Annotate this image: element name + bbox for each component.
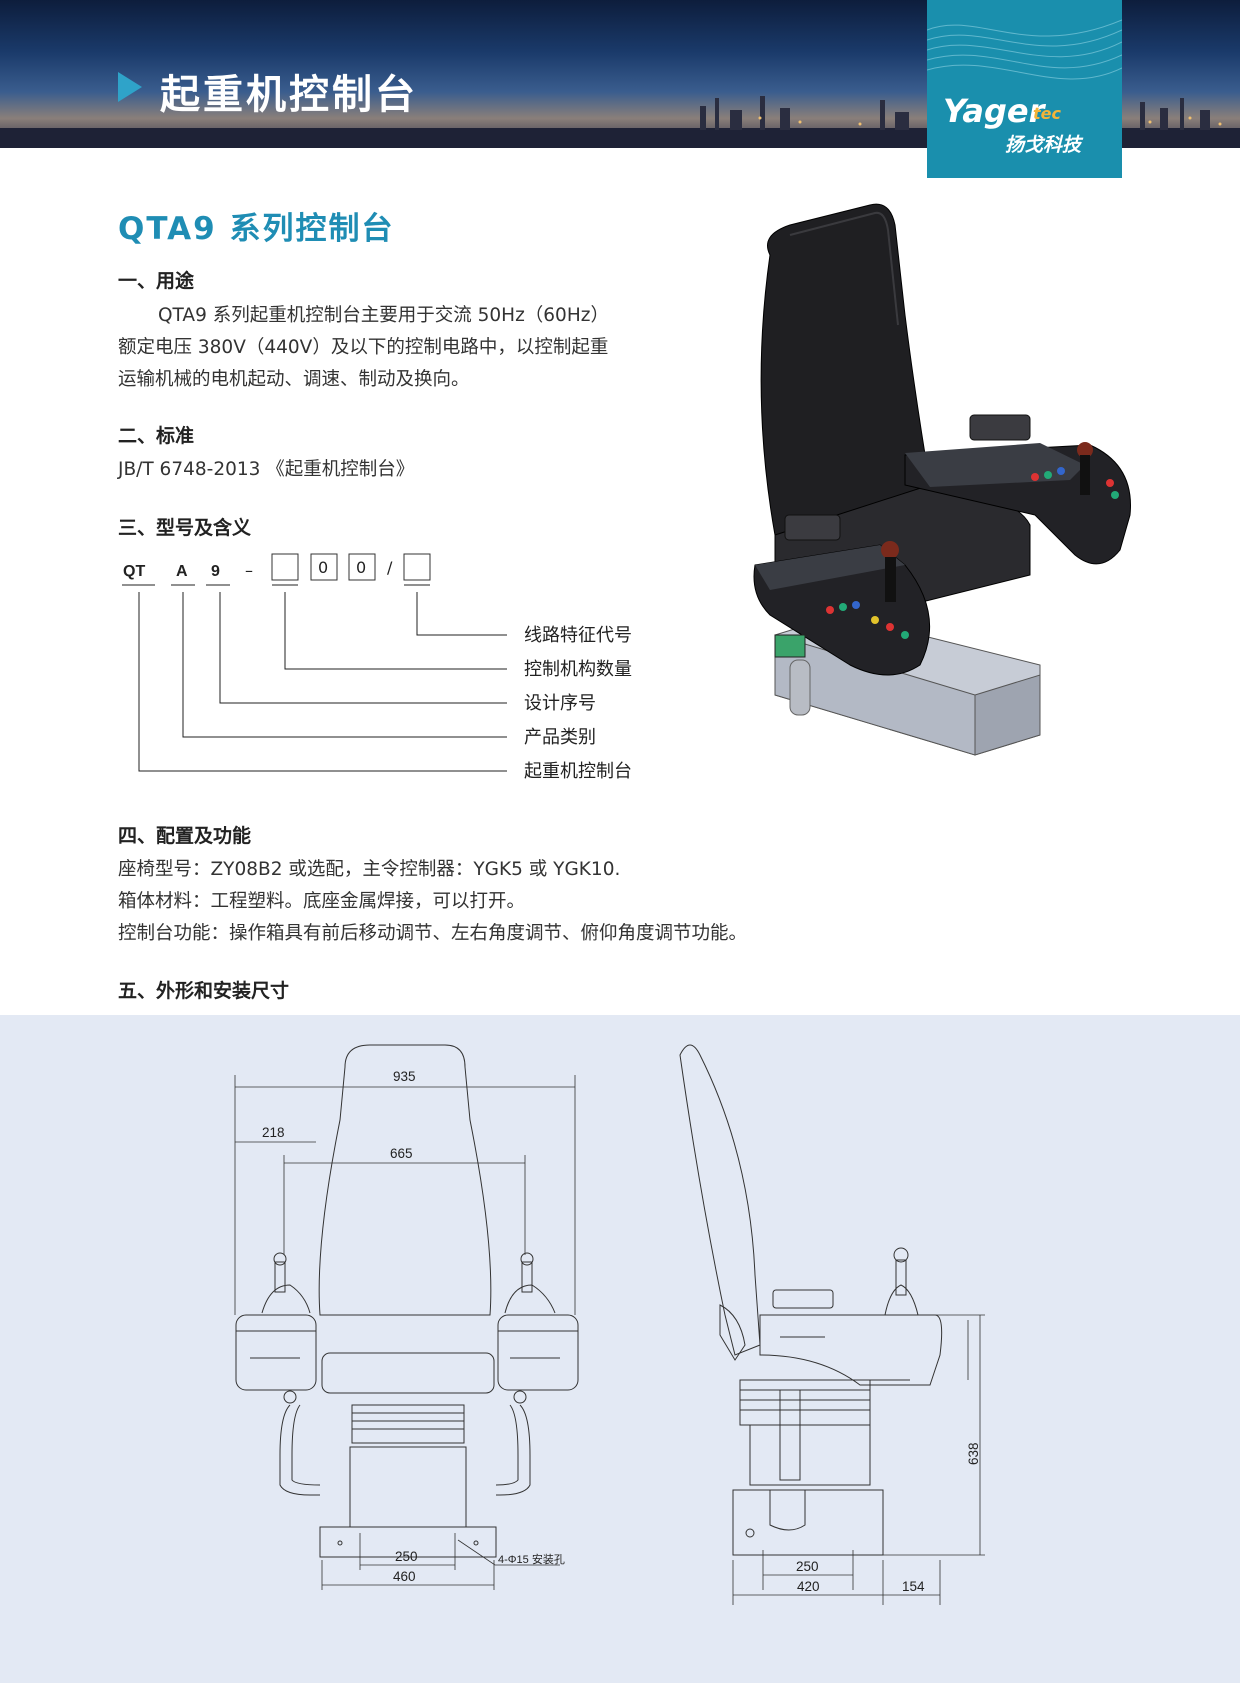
- dim-218: 218: [262, 1125, 285, 1140]
- drawing-area: [0, 1015, 1240, 1683]
- right-buttons: [1031, 467, 1119, 499]
- config-paragraph: 座椅型号：ZY08B2 或选配，主令控制器：YGK5 或 YGK10. 箱体材料…: [118, 854, 747, 950]
- front-view: [235, 1044, 579, 1558]
- side-view: [679, 1044, 943, 1556]
- section-title-dimensions: 五、外形和安装尺寸: [118, 980, 290, 1002]
- label-design-seq: 设计序号: [524, 693, 596, 714]
- code-slash: /: [387, 558, 393, 577]
- config-line-function: 控制台功能：操作箱具有前后移动调节、左右角度调节、俯仰角度调节功能。: [118, 923, 748, 944]
- dim-420: 420: [797, 1579, 820, 1594]
- dim-side-250: 250: [796, 1559, 819, 1574]
- usage-line: 额定电压 380V（440V）及以下的控制电路中，以控制起重: [118, 337, 609, 358]
- brand-logo: Yager tec 扬戈科技: [927, 0, 1122, 178]
- seat-backrest: [760, 203, 931, 536]
- right-armrest: [969, 414, 1031, 441]
- code-9: 9: [211, 563, 220, 580]
- code-box-2: [310, 553, 338, 581]
- page-title: QTA9 系列控制台: [118, 211, 395, 247]
- code-box-2-value: 0: [318, 558, 328, 577]
- config-line-seat: 座椅型号：ZY08B2 或选配，主令控制器：YGK5 或 YGK10.: [118, 859, 621, 880]
- usage-line: QTA9 系列起重机控制台主要用于交流 50Hz（60Hz）: [158, 305, 609, 326]
- product-photo: [753, 203, 1131, 756]
- code-box-3-value: 0: [356, 558, 366, 577]
- section-title-usage: 一、用途: [118, 270, 195, 292]
- dim-665: 665: [390, 1146, 413, 1161]
- label-mechanism-count: 控制机构数量: [524, 659, 632, 680]
- section-title-standard: 二、标准: [118, 425, 195, 447]
- code-a: A: [176, 563, 188, 580]
- logo-chinese-name: 扬戈科技: [1005, 134, 1082, 156]
- support-post: [789, 659, 811, 716]
- label-crane-console: 起重机控制台: [524, 761, 632, 782]
- logo-wordmark: Yager: [943, 92, 1045, 130]
- dim-460: 460: [393, 1569, 416, 1584]
- config-line-material: 箱体材料：工程塑料。底座金属焊接，可以打开。: [118, 891, 526, 912]
- label-product-category: 产品类别: [524, 727, 596, 748]
- dim-154: 154: [902, 1579, 925, 1594]
- usage-line: 运输机械的电机起动、调速、制动及换向。: [118, 369, 470, 390]
- model-code-diagram: QT A 9 – 0 0 / 线路特征代号 控制机构数量 设计序号 产品类别 起…: [122, 553, 632, 782]
- standard-text: JB/T 6748-2013 《起重机控制台》: [118, 459, 415, 480]
- dimension-drawings: 935 218 665 250 460 4-Φ15 安装孔: [234, 1044, 985, 1605]
- code-box-4: [403, 553, 431, 581]
- left-armrest: [784, 514, 841, 541]
- section-title-model: 三、型号及含义: [118, 517, 252, 539]
- dim-935: 935: [393, 1069, 416, 1084]
- code-qt: QT: [123, 563, 145, 580]
- code-box-3: [348, 553, 376, 581]
- code-box-1: [271, 553, 299, 581]
- left-buttons: [826, 601, 909, 639]
- banner-title: 起重机控制台: [160, 72, 418, 118]
- dim-638: 638: [966, 1442, 981, 1465]
- usage-paragraph: QTA9 系列起重机控制台主要用于交流 50Hz（60Hz） 额定电压 380V…: [118, 300, 609, 396]
- dim-front-250: 250: [395, 1549, 418, 1564]
- code-dash: –: [245, 561, 253, 580]
- title-arrow-icon: [118, 72, 142, 102]
- label-line-code: 线路特征代号: [524, 625, 632, 646]
- logo-tec: tec: [1033, 104, 1061, 123]
- section-title-config: 四、配置及功能: [118, 825, 252, 847]
- mounting-holes-label: 4-Φ15 安装孔: [498, 1552, 565, 1566]
- logo-wave-graphic: [927, 19, 1122, 80]
